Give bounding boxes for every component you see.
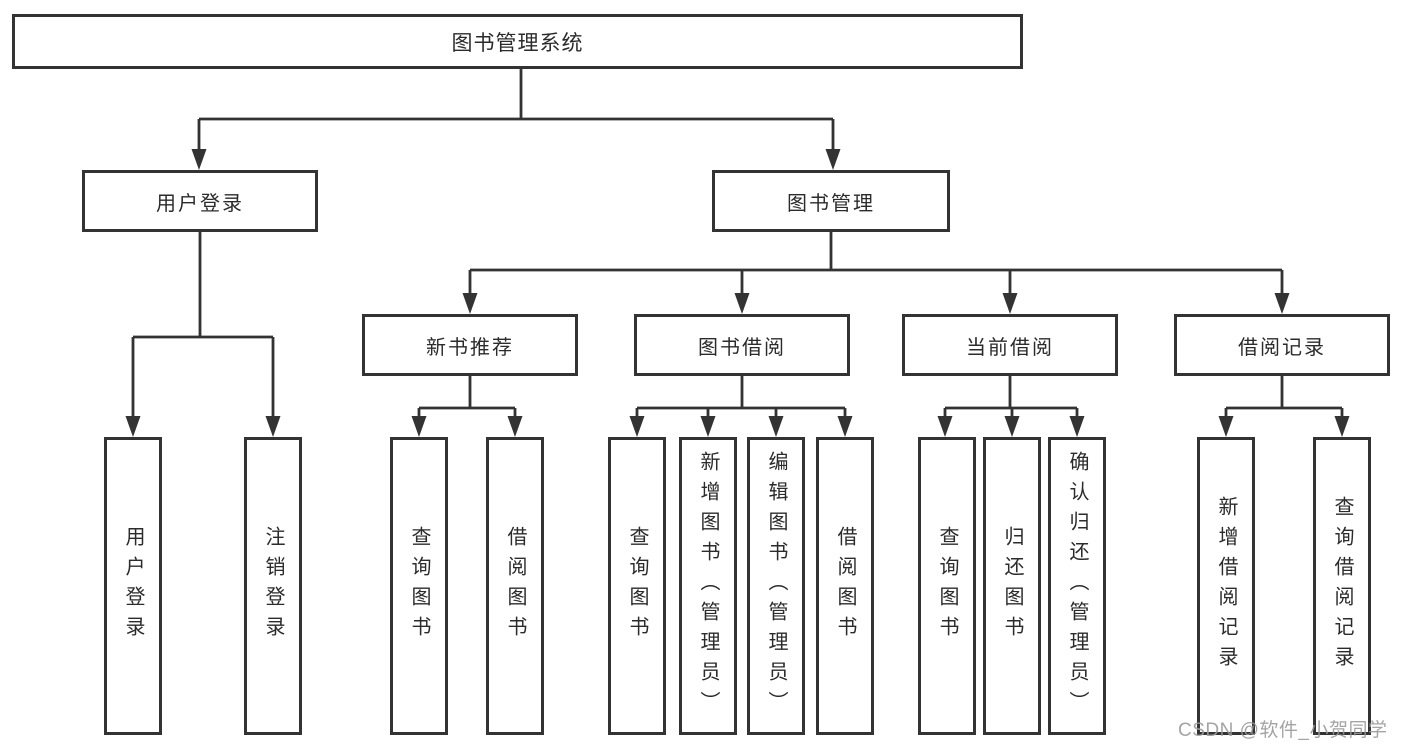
leaf-label: 查询图书 bbox=[936, 526, 958, 646]
arrow-down-icon bbox=[411, 416, 427, 437]
leaf-add-book-admin: 新增图书（管理员） bbox=[679, 437, 737, 735]
leaf-label: 确认归还（管理员） bbox=[1066, 451, 1088, 721]
leaf-label: 归还图书 bbox=[1001, 526, 1023, 646]
arrow-down-icon bbox=[462, 293, 478, 314]
leaf-user-login: 用户登录 bbox=[104, 437, 162, 735]
arrow-down-icon bbox=[1002, 293, 1018, 314]
leaf-return-book: 归还图书 bbox=[983, 437, 1041, 735]
watermark: CSDN @软件_小贺同学 bbox=[1178, 720, 1388, 741]
leaf-label: 查询图书 bbox=[626, 526, 648, 646]
arrow-down-icon bbox=[768, 416, 784, 437]
leaf-query-books-1: 查询图书 bbox=[390, 437, 448, 735]
leaf-borrow-books-2: 借阅图书 bbox=[816, 437, 874, 735]
leaf-label: 查询图书 bbox=[408, 526, 430, 646]
leaf-label: 借阅图书 bbox=[504, 526, 526, 646]
node-current-borrow: 当前借阅 bbox=[902, 314, 1118, 376]
arrow-down-icon bbox=[825, 149, 841, 170]
arrow-down-icon bbox=[629, 416, 645, 437]
leaf-borrow-books-1: 借阅图书 bbox=[486, 437, 544, 735]
arrow-down-icon bbox=[1004, 416, 1020, 437]
arrow-down-icon bbox=[1218, 416, 1234, 437]
leaf-confirm-return-admin: 确认归还（管理员） bbox=[1048, 437, 1106, 735]
arrow-down-icon bbox=[1334, 416, 1350, 437]
arrow-down-icon bbox=[734, 293, 750, 314]
node-new-book-recommend: 新书推荐 bbox=[362, 314, 578, 376]
arrow-down-icon bbox=[1069, 416, 1085, 437]
arrow-down-icon bbox=[507, 416, 523, 437]
arrow-down-icon bbox=[937, 416, 953, 437]
arrow-down-icon bbox=[125, 416, 141, 437]
leaf-add-borrow-record: 新增借阅记录 bbox=[1197, 437, 1255, 735]
node-user-login-branch: 用户登录 bbox=[82, 170, 318, 232]
leaf-label: 编辑图书（管理员） bbox=[765, 451, 787, 721]
leaf-edit-book-admin: 编辑图书（管理员） bbox=[747, 437, 805, 735]
leaf-label: 新增借阅记录 bbox=[1215, 496, 1237, 676]
leaf-label: 新增图书（管理员） bbox=[697, 451, 719, 721]
leaf-label: 查询借阅记录 bbox=[1331, 496, 1353, 676]
leaf-label: 注销登录 bbox=[262, 526, 284, 646]
arrow-down-icon bbox=[700, 416, 716, 437]
node-book-management: 图书管理 bbox=[712, 170, 950, 232]
leaf-label: 借阅图书 bbox=[834, 526, 856, 646]
node-book-borrow: 图书借阅 bbox=[634, 314, 850, 376]
leaf-label: 用户登录 bbox=[122, 526, 144, 646]
arrow-down-icon bbox=[265, 416, 281, 437]
arrow-down-icon bbox=[191, 149, 207, 170]
arrow-down-icon bbox=[1274, 293, 1290, 314]
node-library-system: 图书管理系统 bbox=[12, 14, 1023, 69]
leaf-query-books-3: 查询图书 bbox=[918, 437, 976, 735]
node-borrow-records: 借阅记录 bbox=[1174, 314, 1390, 376]
leaf-query-books-2: 查询图书 bbox=[608, 437, 666, 735]
leaf-logout: 注销登录 bbox=[244, 437, 302, 735]
arrow-down-icon bbox=[837, 416, 853, 437]
leaf-query-borrow-record: 查询借阅记录 bbox=[1313, 437, 1371, 735]
